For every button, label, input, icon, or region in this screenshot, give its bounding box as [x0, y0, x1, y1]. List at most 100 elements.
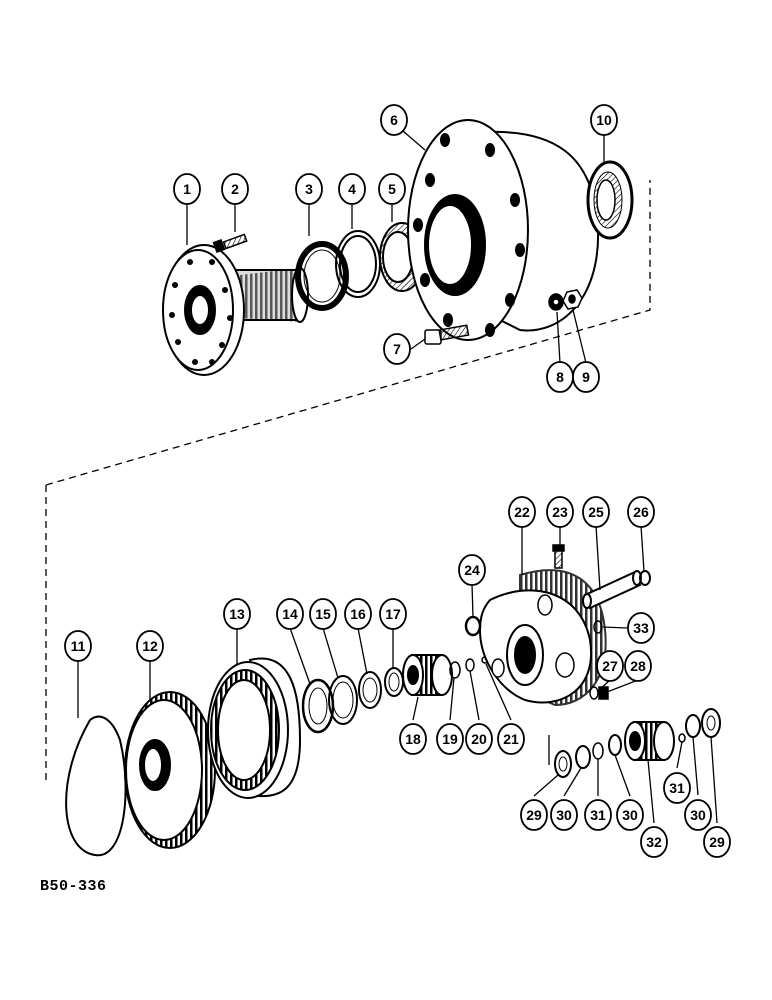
callout-bubble: [378, 173, 406, 205]
callout-number: 30: [690, 807, 706, 823]
callout-number: 12: [142, 638, 158, 654]
planet-pin-25: [582, 570, 642, 610]
callout-30a: 30: [550, 799, 578, 831]
seal-10: [586, 160, 634, 240]
thrust-washer-29a: [554, 750, 572, 778]
callout-number: 2: [231, 181, 239, 197]
callout-bubble: [383, 333, 411, 365]
spacer-31a: [592, 742, 604, 760]
callout-number: 25: [588, 504, 604, 520]
callout-number: 9: [582, 369, 590, 385]
callout-11: 11: [64, 630, 92, 662]
callout-number: 33: [633, 620, 649, 636]
callout-number: 1: [183, 181, 191, 197]
washer-17: [384, 667, 404, 697]
callout-bubble: [309, 598, 337, 630]
callout-number: 13: [229, 606, 245, 622]
callout-21: 21: [497, 723, 525, 755]
callout-25: 25: [582, 496, 610, 528]
bolt-2: [212, 233, 248, 254]
callout-bubble: [703, 826, 731, 858]
callout-32: 32: [640, 826, 668, 858]
callout-bubble: [276, 598, 304, 630]
callout-bubble: [627, 612, 655, 644]
callout-number: 30: [622, 807, 638, 823]
washer-27: [589, 686, 599, 700]
callout-23: 23: [546, 496, 574, 528]
callout-number: 8: [556, 369, 564, 385]
callout-29b: 29: [703, 826, 731, 858]
callout-number: 31: [590, 807, 606, 823]
ring-24: [464, 615, 482, 637]
callout-bubble: [584, 799, 612, 831]
callout-bubble: [684, 799, 712, 831]
callout-number: 10: [596, 112, 612, 128]
callout-bubble: [223, 598, 251, 630]
callout-33: 33: [627, 612, 655, 644]
callout-bubble: [572, 361, 600, 393]
callout-bubble: [640, 826, 668, 858]
callout-bubble: [344, 598, 372, 630]
callout-number: 21: [503, 731, 519, 747]
callout-bubble: [379, 598, 407, 630]
callout-number: 29: [526, 807, 542, 823]
callout-bubble: [458, 554, 486, 586]
thrust-washer-29b: [701, 708, 721, 738]
callout-number: 4: [348, 181, 356, 197]
callout-number: 27: [602, 658, 618, 674]
callout-number: 18: [405, 731, 421, 747]
callout-27: 27: [596, 650, 624, 682]
callout-number: 15: [315, 606, 331, 622]
leader-lines: [77, 130, 718, 824]
callout-number: 16: [350, 606, 366, 622]
callout-number: 29: [709, 834, 725, 850]
callout-number: 11: [71, 638, 86, 654]
callout-number: 32: [646, 834, 662, 850]
callout-18: 18: [399, 723, 427, 755]
callout-bubble: [221, 173, 249, 205]
callout-19: 19: [436, 723, 464, 755]
washer-19: [449, 661, 461, 679]
callout-number: 14: [282, 606, 298, 622]
callout-number: 3: [305, 181, 313, 197]
callout-3: 3: [295, 173, 323, 205]
callout-7: 7: [383, 333, 411, 365]
callout-12: 12: [136, 630, 164, 662]
callout-30b: 30: [616, 799, 644, 831]
callout-bubble: [497, 723, 525, 755]
ring-gear-carrier-12: [124, 691, 216, 849]
assembly-boundary-line: [45, 180, 651, 785]
callout-22: 22: [508, 496, 536, 528]
washer-30a: [575, 745, 591, 769]
callout-bubble: [596, 650, 624, 682]
washer-16: [358, 671, 382, 709]
snap-ring-11: [65, 715, 127, 857]
callout-bubble: [173, 173, 201, 205]
callout-bubble: [550, 799, 578, 831]
washer-30b: [608, 734, 622, 756]
callout-13: 13: [223, 598, 251, 630]
callout-bubble: [436, 723, 464, 755]
callout-28: 28: [624, 650, 652, 682]
callout-bubble: [627, 496, 655, 528]
wheel-hub: [407, 119, 600, 341]
callout-1: 1: [173, 173, 201, 205]
callout-8: 8: [546, 361, 574, 393]
nut-9: [562, 289, 583, 310]
axle-shaft-flange: [162, 244, 309, 376]
callout-number: 31: [669, 780, 685, 796]
planet-carrier-22: [478, 569, 607, 707]
callout-31b: 31: [663, 772, 691, 804]
callout-bubble: [546, 496, 574, 528]
callout-number: 6: [390, 112, 398, 128]
callout-9: 9: [572, 361, 600, 393]
callout-bubble: [380, 104, 408, 136]
callout-bubble: [663, 772, 691, 804]
callout-17: 17: [379, 598, 407, 630]
callout-bubble: [520, 799, 548, 831]
callout-bubble: [465, 723, 493, 755]
callout-26: 26: [627, 496, 655, 528]
planet-gear-32: [624, 721, 675, 761]
ring-3: [295, 241, 349, 311]
